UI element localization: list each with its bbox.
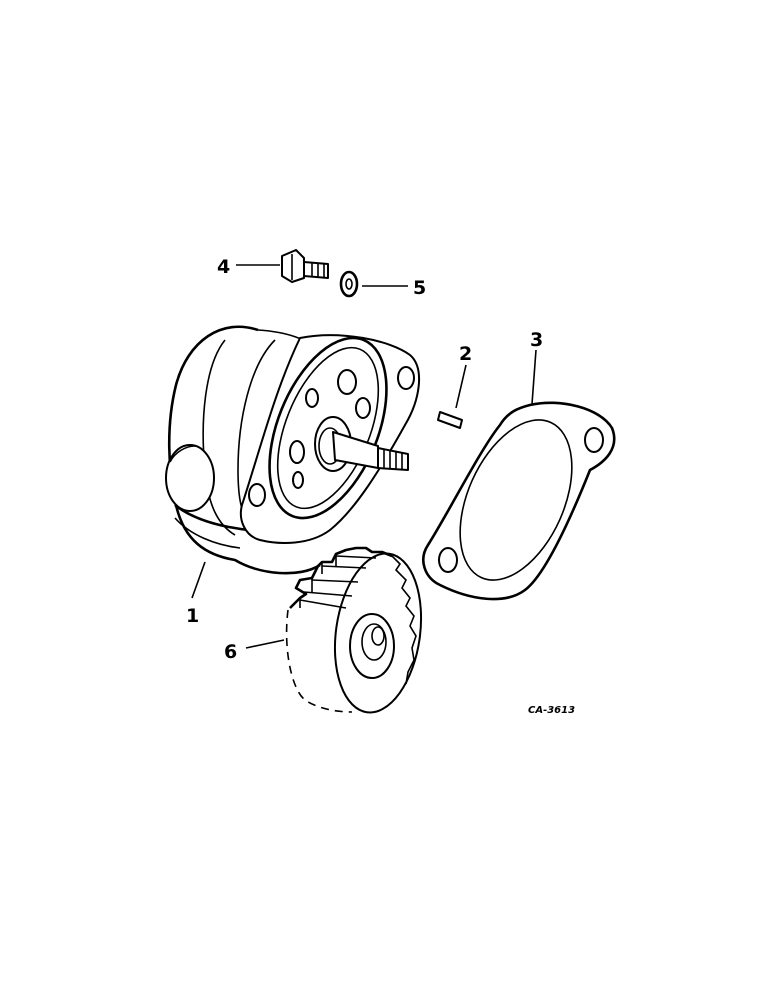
callout-2: 2: [459, 343, 472, 365]
gear-part-6: [245, 546, 423, 714]
callout-5: 5: [413, 277, 426, 299]
pump-body-part-1: [165, 325, 421, 599]
drawing-code: CA-3613: [528, 705, 575, 716]
callout-4: 4: [217, 256, 230, 278]
callout-1: 1: [186, 605, 199, 627]
callout-3: 3: [530, 329, 543, 351]
washer-part-5: [339, 270, 408, 298]
gasket-part-3: [422, 349, 616, 601]
key-part-2: [437, 364, 467, 429]
bolt-part-4: [236, 249, 329, 283]
callout-6: 6: [224, 641, 237, 663]
